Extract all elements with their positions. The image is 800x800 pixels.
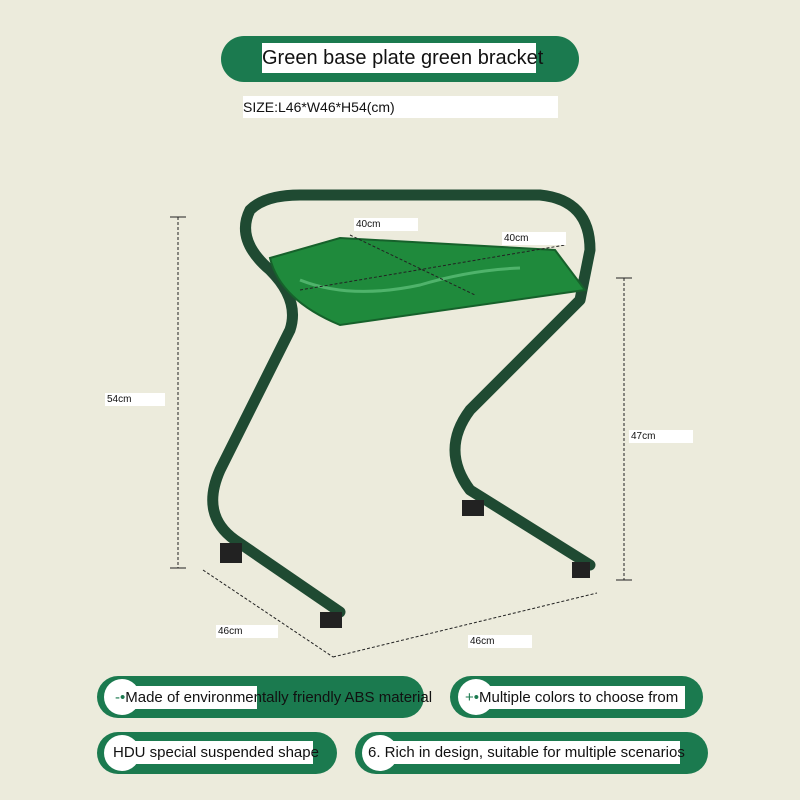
feature-3: HDU special suspended shape — [113, 741, 319, 764]
dimension-lines — [177, 217, 625, 658]
size-text: SIZE:L46*W46*H54(cm) — [243, 96, 558, 118]
dim-total-height: 54cm — [105, 393, 165, 406]
dim-base-width: 46cm — [468, 635, 532, 648]
feature-1: -•Made of environmentally friendly ABS m… — [115, 686, 432, 709]
dim-base-depth: 46cm — [216, 625, 278, 638]
title-text: Green base plate green bracket — [262, 43, 543, 73]
feature-2: +•Multiple colors to choose from — [465, 686, 685, 709]
feature-4: 6. Rich in design, suitable for multiple… — [368, 741, 685, 764]
chair-frame — [207, 189, 596, 618]
dim-seat-height: 47cm — [629, 430, 693, 443]
dim-seat-depth: 40cm — [354, 218, 418, 231]
dim-seat-width: 40cm — [502, 232, 566, 245]
